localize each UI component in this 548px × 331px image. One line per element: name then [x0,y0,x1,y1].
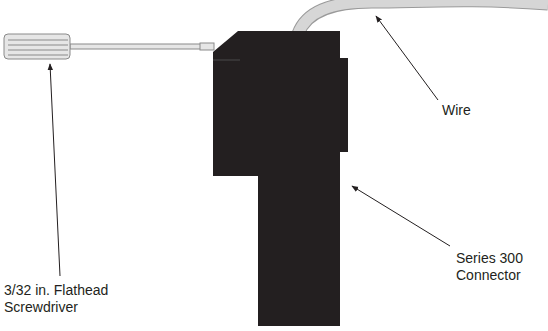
part-label: Series 300 Connector [456,250,540,284]
part-label: 3/32 in. Flathead Screwdriver [4,282,132,316]
part-label: Wire [442,102,502,119]
wire [298,1,548,34]
connector [213,31,348,326]
screwdriver [4,34,214,59]
leader-lines [50,16,450,276]
